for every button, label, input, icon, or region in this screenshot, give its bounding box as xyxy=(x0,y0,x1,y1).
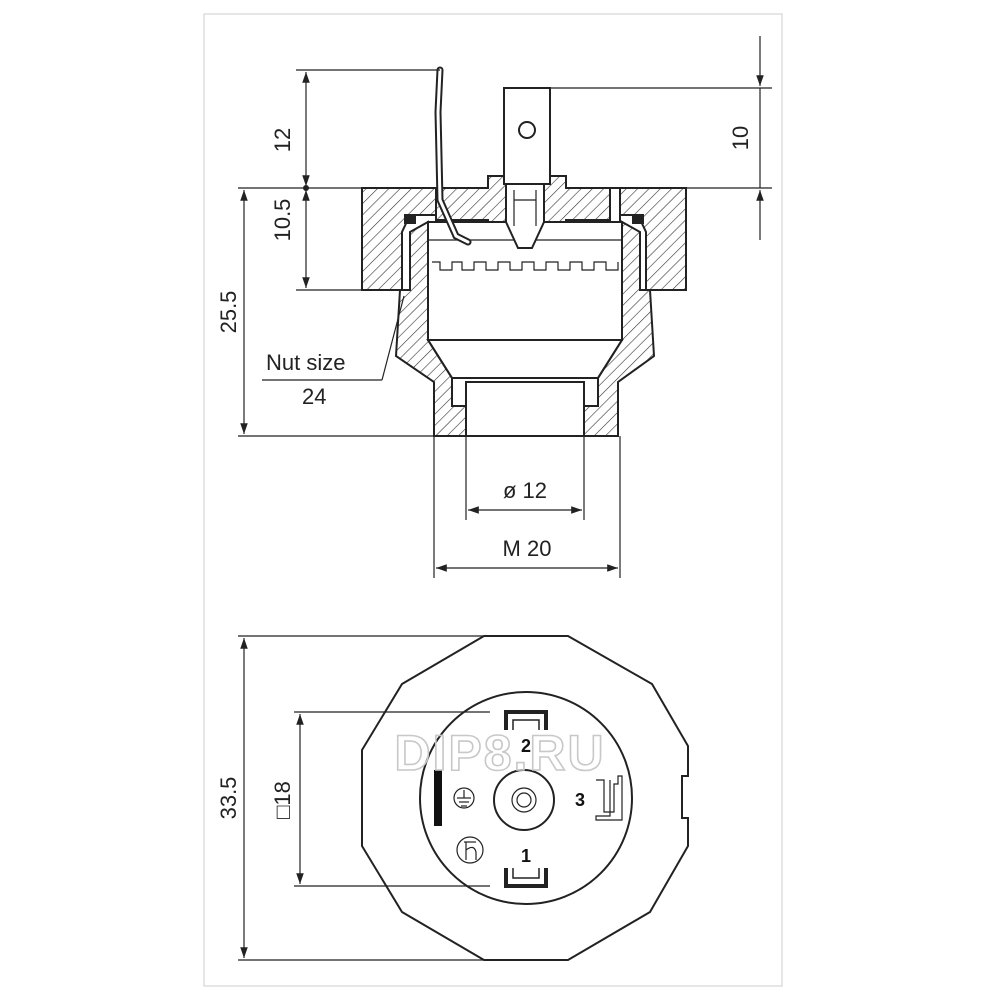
drawing-frame xyxy=(203,13,783,987)
front-dimensions: 33.5 □18 xyxy=(216,635,490,961)
side-contact xyxy=(609,187,621,223)
pin-1-contact-inner xyxy=(512,868,540,879)
pin-hole xyxy=(518,121,536,139)
bore-channel xyxy=(465,381,585,437)
flat-pin xyxy=(503,87,551,185)
earth-wire-core xyxy=(436,68,470,244)
earth-bar xyxy=(434,770,442,826)
nut-size-value: 24 xyxy=(302,384,326,409)
earth-symbol-icon xyxy=(453,787,475,809)
pin-2-label: 2 xyxy=(521,736,531,756)
seal-left xyxy=(404,214,416,224)
watermark: DIP8.RU xyxy=(394,725,605,781)
side-dimensions: 12 10.5 25.5 10 Nut size 24 ø 12 M 20 xyxy=(216,36,772,578)
dim-junction-dot xyxy=(303,185,309,191)
dim-12-text: 12 xyxy=(270,128,295,152)
center-boss-inner xyxy=(516,792,532,808)
pin-3-contact xyxy=(595,775,623,821)
side-section-view xyxy=(361,66,687,437)
nut-leader-diag xyxy=(381,295,405,381)
insulation-symbol-icon xyxy=(456,836,484,864)
pin-2-contact xyxy=(504,710,548,730)
nut-outline xyxy=(361,635,689,961)
bore-diameter-text: ø 12 xyxy=(503,478,547,503)
insert-teeth xyxy=(432,261,619,271)
dim-33-5-text: 33.5 xyxy=(216,777,241,820)
thread-text: M 20 xyxy=(503,536,552,561)
front-view: 2 1 3 DIP8.RU xyxy=(361,635,689,961)
pin-1-label: 1 xyxy=(521,846,531,866)
pin-3-label: 3 xyxy=(575,790,585,810)
contact-face-circle xyxy=(419,691,633,905)
nut-size-label: Nut size xyxy=(266,350,345,375)
center-boss-mid xyxy=(511,787,537,813)
seal-right xyxy=(632,214,644,224)
insert-taper xyxy=(426,339,624,379)
pin-2-contact-inner xyxy=(512,719,540,730)
pin-1-contact xyxy=(504,868,548,888)
dim-square-text: □18 xyxy=(270,781,295,819)
center-boss-outer xyxy=(493,769,555,831)
dim-10-5-text: 10.5 xyxy=(270,199,295,242)
dim-25-5-text: 25.5 xyxy=(216,291,241,334)
dim-10-text: 10 xyxy=(728,126,753,150)
